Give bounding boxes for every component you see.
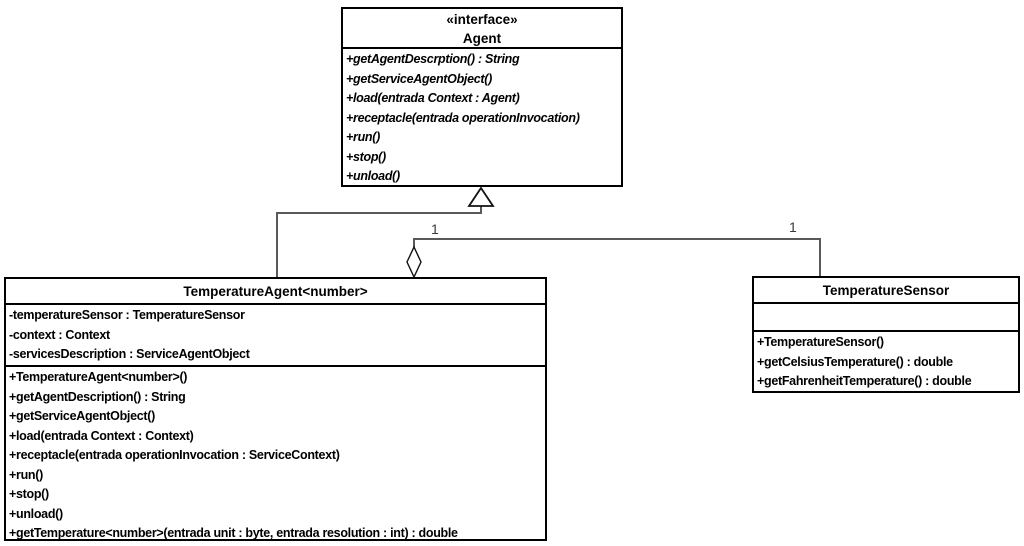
method: +stop() [346, 149, 386, 164]
generalization-edge [276, 206, 482, 277]
method: +unload() [346, 169, 400, 183]
method: +stop() [9, 487, 49, 501]
class-temperature-agent-header: TemperatureAgent<number> [6, 279, 545, 305]
method: +TemperatureSensor() [757, 335, 884, 349]
method: +load(entrada Context : Context) [9, 428, 194, 443]
method: +run() [9, 467, 43, 482]
generalization-connector [276, 186, 495, 277]
class-temperature-sensor-attributes [754, 304, 1018, 332]
method: +getTemperature<number>(entrada unit : b… [9, 526, 458, 540]
method: +run() [346, 130, 380, 144]
multiplicity-label-source: 1 [431, 221, 439, 237]
method: +getServiceAgentObject() [346, 71, 492, 86]
class-temperature-agent-name: TemperatureAgent<number> [183, 284, 368, 299]
method: +receptacle(entrada operationInvocation) [346, 110, 580, 125]
method: +unload() [9, 506, 63, 521]
attribute: -context : Context [9, 327, 110, 342]
class-temperature-sensor-name: TemperatureSensor [822, 283, 950, 298]
class-temperature-agent: TemperatureAgent<number> -temperatureSen… [4, 277, 547, 541]
class-temperature-sensor-header: TemperatureSensor [754, 278, 1018, 304]
class-agent-name: Agent [462, 31, 502, 46]
class-agent-methods: +getAgentDescrption() : String +getServi… [343, 49, 621, 187]
aggregation-edge [413, 238, 821, 276]
method: +receptacle(entrada operationInvocation … [9, 448, 340, 462]
method: +load(entrada Context : Agent) [346, 91, 520, 105]
method: +TemperatureAgent<number>() [9, 370, 188, 384]
class-agent: «interface» Agent +getAgentDescrption() … [341, 7, 623, 187]
aggregation-connector [406, 238, 821, 279]
method: +getAgentDescription() : String [9, 389, 186, 404]
class-temperature-agent-attributes: -temperatureSensor : TemperatureSensor -… [6, 305, 545, 367]
method: +getAgentDescrption() : String [346, 52, 520, 66]
class-agent-header: «interface» Agent [343, 9, 621, 49]
method: +getServiceAgentObject() [9, 409, 155, 423]
multiplicity-label-target: 1 [789, 219, 797, 235]
aggregation-diamond-icon [406, 245, 422, 279]
class-temperature-agent-methods: +TemperatureAgent<number>() +getAgentDes… [6, 367, 545, 544]
method: +getCelsiusTemperature() : double [757, 354, 953, 369]
attribute: -temperatureSensor : TemperatureSensor [9, 308, 245, 322]
class-agent-stereotype: «interface» [446, 12, 518, 27]
attribute: -servicesDescription : ServiceAgentObjec… [9, 347, 250, 361]
class-temperature-sensor: TemperatureSensor +TemperatureSensor() +… [752, 276, 1020, 393]
generalization-triangle-icon [467, 186, 495, 207]
class-temperature-sensor-methods: +TemperatureSensor() +getCelsiusTemperat… [754, 332, 1018, 392]
method: +getFahrenheitTemperature() : double [757, 374, 972, 388]
